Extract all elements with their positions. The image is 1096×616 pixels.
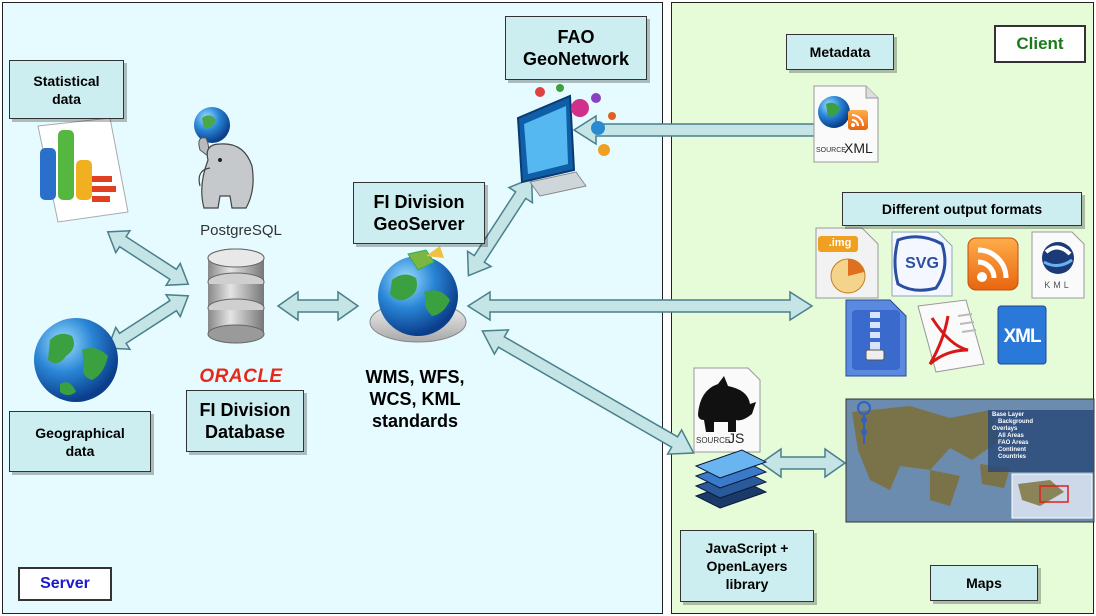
rss-icon [967,237,1019,291]
svg-text: SVG [905,255,939,272]
globe-icon [34,318,118,402]
postgresql-logo-text: PostgreSQL [200,222,282,239]
js-source-text: SOURCE [696,436,731,445]
js-text: JS [728,430,745,446]
xml-file-icon [997,305,1047,365]
map-legend-base-layer: Base Layer [992,412,1025,418]
image-file-icon [815,227,879,299]
postgresql-elephant-icon [194,107,254,209]
arrow-statistical-database [106,229,190,287]
output-formats-box: Different output formats [842,192,1082,226]
map-legend-background: Background [998,419,1034,425]
pdf-file-icon [917,299,985,373]
database-icon [207,248,265,344]
map-legend: Base Layer Background Overlays All Areas… [992,412,1092,461]
xml-source-text: SOURCE [816,147,846,154]
standards-label: WMS, WFS, WCS, KML standards [365,367,465,431]
server-label: Server [18,567,112,601]
map-legend-item: FAO Areas [998,440,1029,446]
arrow-geonetwork-metadata [572,114,856,146]
oracle-logo: ORACLE [199,366,283,387]
xml-text: XML [844,140,873,156]
xml-blue-text: XML [1003,326,1041,347]
arrow-geoserver-geonetwork [466,177,534,277]
img-text: .img [828,237,852,249]
openlayers-layers-icon [694,449,768,509]
xml-document-icon [813,85,879,163]
arrow-database-geoserver [276,290,360,322]
zip-archive-icon [845,299,907,377]
js-source-file-icon [693,367,761,453]
fi-geoserver-box: FI Division GeoServer [353,182,485,244]
svg-file-icon [891,231,953,297]
arrow-geoserver-javascript [481,329,695,455]
fao-geonetwork-box: FAO GeoNetwork [505,16,647,80]
geoserver-globe-icon [369,246,467,343]
map-legend-item: Countries [998,454,1027,460]
arrow-geographical-database [106,293,190,351]
chart-document-icon [37,117,129,223]
metadata-box: Metadata [786,34,894,70]
map-legend-overlays: Overlays [992,426,1018,432]
arrow-javascript-maps [759,447,847,479]
map-legend-item: All Areas [998,433,1024,439]
fi-database-box: FI Division Database [186,390,304,452]
geonetwork-monitor-icon [516,84,616,197]
kml-text: KML [1044,280,1072,290]
arrow-geoserver-outputs [466,290,814,322]
maps-box: Maps [930,565,1038,601]
map-legend-item: Continent [998,447,1026,453]
map-thumbnail [845,398,1095,523]
client-label: Client [994,25,1086,63]
geographical-data-box: Geographical data [9,411,151,472]
kml-file-icon [1031,231,1085,299]
statistical-data-box: Statistical data [9,60,124,119]
javascript-openlayers-box: JavaScript + OpenLayers library [680,530,814,602]
